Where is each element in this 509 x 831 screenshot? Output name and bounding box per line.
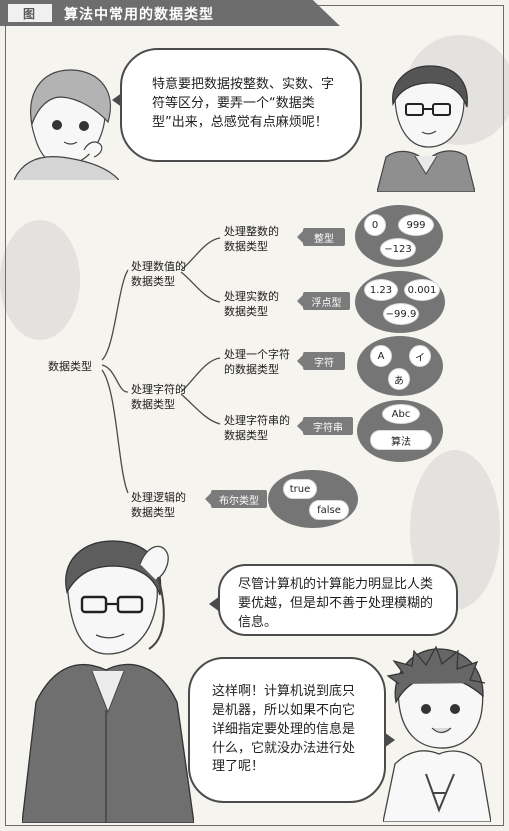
character-type-label: 处理字符的 数据类型 <box>131 383 186 411</box>
top-speech-bubble: 特意要把数据按整数、实数、字符等区分，要弄一个“数据类型”出来，总感觉有点麻烦呢… <box>120 48 362 162</box>
integer-value-2: −123 <box>380 238 416 260</box>
float-value-2: −99.9 <box>383 303 419 325</box>
integer-value-0: 0 <box>364 214 386 236</box>
man-with-glasses <box>377 65 475 192</box>
single-char-subtype-label: 处理一个字符 的数据类型 <box>224 348 290 376</box>
float-value-1: 0.001 <box>404 279 440 301</box>
figure-title: 算法中常用的数据类型 <box>64 7 214 23</box>
boolean-tag: 布尔类型 <box>205 490 267 508</box>
real-subtype-label: 处理实数的 数据类型 <box>224 290 279 318</box>
string-value-1: 算法 <box>370 430 432 450</box>
bottom-bubble-tail <box>384 732 395 748</box>
top-bubble-tail <box>112 92 123 108</box>
char-value-1: イ <box>409 345 431 367</box>
char-tag: 字符 <box>297 352 345 370</box>
char-value-0: A <box>370 345 392 367</box>
boolean-value-1: false <box>309 500 349 520</box>
top-dialogue-text: 特意要把数据按整数、实数、字符等区分，要弄一个“数据类型”出来，总感觉有点麻烦呢… <box>152 77 335 130</box>
numeric-type-label: 处理数值的 数据类型 <box>131 260 186 288</box>
bottom-dialogue-text: 这样啊！计算机说到底只是机器，所以如果不向它详细指定要处理的信息是什么，它就没办… <box>212 684 356 775</box>
girl-character <box>14 69 119 180</box>
float-value-0: 1.23 <box>364 279 398 301</box>
char-value-2: あ <box>388 368 410 390</box>
man-scratching-head <box>22 540 194 823</box>
boolean-value-0: true <box>283 479 317 499</box>
middle-speech-bubble: 尽管计算机的计算能力明显比人类要优越，但是却不善于处理模糊的信息。 <box>218 564 458 636</box>
middle-dialogue-text: 尽管计算机的计算能力明显比人类要优越，但是却不善于处理模糊的信息。 <box>238 577 434 630</box>
boy-with-a-shirt <box>383 645 491 822</box>
figure-header: 图 算法中常用的数据类型 <box>0 0 340 26</box>
string-subtype-label: 处理字符串的 数据类型 <box>224 414 290 442</box>
bottom-speech-bubble: 这样啊！计算机说到底只是机器，所以如果不向它详细指定要处理的信息是什么，它就没办… <box>188 657 386 803</box>
string-value-0: Abc <box>382 404 420 424</box>
figure-tag: 图 <box>8 4 52 22</box>
boolean-values-oval <box>268 470 358 528</box>
float-tag: 浮点型 <box>297 292 350 310</box>
middle-bubble-tail <box>209 596 220 612</box>
integer-value-1: 999 <box>398 214 434 236</box>
string-tag: 字符串 <box>297 417 353 435</box>
logic-type-label: 处理逻辑的 数据类型 <box>131 491 186 519</box>
integer-subtype-label: 处理整数的 数据类型 <box>224 225 279 253</box>
diagram-root-label: 数据类型 <box>48 360 92 373</box>
integer-tag: 整型 <box>297 228 345 246</box>
